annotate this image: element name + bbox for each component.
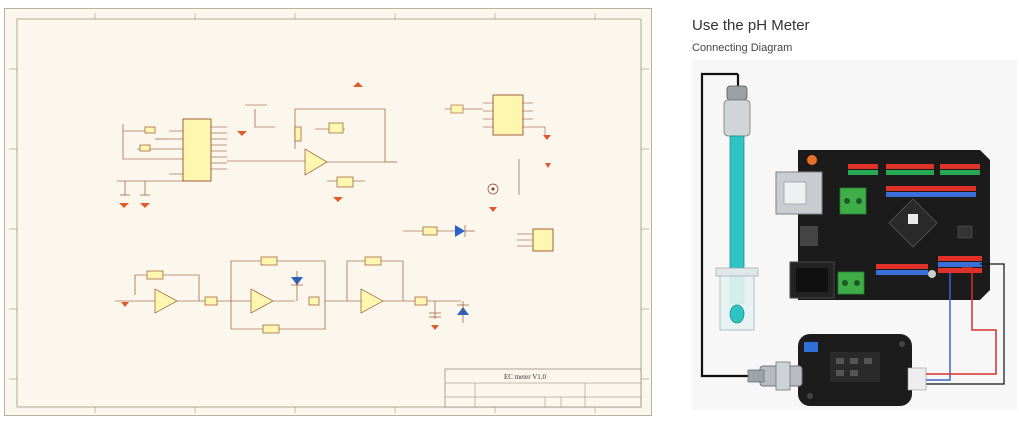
probe-cable: [700, 72, 752, 378]
screw-terminal-bottom: [837, 271, 865, 295]
ground-symbols: [119, 82, 551, 330]
screw-terminal-top: [839, 187, 867, 215]
schematic-title: EC meter V1.0: [504, 373, 547, 381]
ph-meter-panel: Use the pH Meter Connecting Diagram: [680, 0, 1019, 424]
connecting-diagram-subheading: Connecting Diagram: [692, 42, 793, 54]
wire-black: [926, 263, 1005, 385]
ph-signal-module: [747, 334, 927, 406]
input-network: [117, 124, 183, 196]
ph-probe: [715, 85, 759, 331]
schematic-frame: [16, 18, 642, 408]
upper-amplifier: [227, 104, 397, 188]
ph-meter-heading: Use the pH Meter: [692, 17, 810, 34]
top-header-pins: [848, 164, 980, 197]
schematic-drawing: EC meter V1.0: [9, 13, 649, 413]
ec-meter-schematic: EC meter V1.0: [4, 8, 652, 416]
reference-ic: [445, 94, 546, 136]
probe-connector: [487, 159, 520, 195]
header-connector: [517, 228, 554, 252]
connecting-diagram: [692, 60, 1017, 410]
frame-ticks: [9, 13, 649, 413]
controller-board: [775, 150, 990, 300]
diode: [403, 225, 475, 237]
wire-blue: [926, 273, 951, 381]
oscillator-ic: [169, 118, 227, 182]
wire-red: [926, 267, 997, 375]
title-block: EC meter V1.0: [444, 368, 642, 408]
lower-signal-chain: [115, 256, 469, 334]
